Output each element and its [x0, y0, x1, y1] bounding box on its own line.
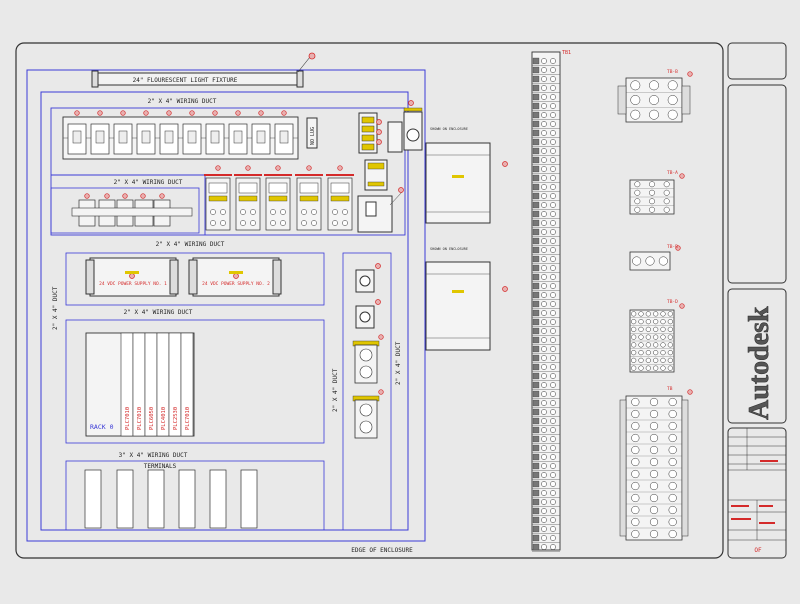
terminal-block — [147, 469, 165, 529]
terminal-detail — [629, 173, 685, 215]
terminal-block — [209, 469, 227, 529]
plc-card-label: PLC7010 — [137, 407, 143, 430]
callout-balloon — [97, 110, 103, 116]
callout-balloon — [74, 110, 80, 116]
plc-card-label: PLC4010 — [161, 407, 167, 430]
receptacle-area — [342, 252, 392, 531]
title-block: Autodesk OF — [727, 42, 787, 559]
svg-text:NO LUG: NO LUG — [310, 127, 316, 145]
terminal-detail — [629, 303, 685, 373]
power-supply-area — [65, 252, 325, 306]
terminals-area — [65, 460, 325, 531]
callout-balloon — [235, 110, 241, 116]
terminals-label: TERMINALS — [144, 463, 177, 470]
fuse-holder-stack — [358, 100, 423, 154]
fuse-block: NO LUG — [306, 117, 318, 149]
terminal-detail — [629, 245, 681, 271]
duct-label-left-vertical: 2" X 4" DUCT — [52, 286, 59, 330]
duct-label-mid-left: 2" X 4" WIRING DUCT — [114, 179, 183, 186]
light-fixture: 24" FLOURESCENT LIGHT FIXTURE — [91, 52, 316, 88]
plc-card-label: PLC7010 — [185, 407, 191, 430]
circuit-breaker-row — [62, 110, 299, 160]
enclosure-outline — [26, 69, 426, 542]
callout-balloon — [120, 110, 126, 116]
duct-label-bottom: 3" X 4" WIRING DUCT — [119, 452, 188, 459]
terminal-block-group — [84, 469, 258, 529]
plc-card-group: PLC7010 PLC7010 PLC6050 PLC4010 PLC2530 PLC70… — [120, 332, 194, 437]
autodesk-logo: Autodesk — [744, 306, 775, 420]
receptacle-stack — [352, 334, 384, 439]
callout-balloon — [189, 110, 195, 116]
plc-rack-area — [65, 319, 325, 444]
duct-label-right-inner: 2" X 4" DUCT — [332, 368, 339, 412]
relay-block-row — [204, 165, 354, 231]
indicator-lights — [355, 263, 381, 329]
callout-balloon — [143, 110, 149, 116]
fixture-label: 24" FLOURESCENT LIGHT FIXTURE — [133, 77, 238, 84]
disconnect-switch — [357, 159, 404, 233]
plc-card-label: PLC7010 — [125, 407, 131, 430]
duct-label-center: 2" X 4" WIRING DUCT — [156, 241, 225, 248]
power-supply-2: 24 VDC POWER SUPPLY NO. 2 — [188, 257, 282, 297]
terminal-detail — [625, 71, 693, 123]
power-supply-1: 24 VDC POWER SUPPLY NO. 1 — [85, 257, 179, 297]
terminal-block — [116, 469, 134, 529]
terminal-block — [84, 469, 102, 529]
duct-label-right-outer: 2" X 4" DUCT — [395, 341, 402, 385]
terminal-detail-views — [617, 71, 693, 541]
strip-tag-tb1: TB1 — [562, 50, 571, 56]
plc-card-label: PLC2530 — [173, 407, 179, 430]
duct-label-top: 2" X 4" WIRING DUCT — [148, 98, 217, 105]
strip-tag-2: TB-B — [667, 69, 678, 75]
callout-balloon — [212, 110, 218, 116]
terminal-detail — [625, 389, 693, 541]
svg-text:SHOWN ON ENCLOSURE: SHOWN ON ENCLOSURE — [430, 127, 468, 131]
callout-balloon — [258, 110, 264, 116]
transformer-2: SHOWN ON ENCLOSURE — [425, 247, 508, 351]
edge-of-enclosure-label: EDGE OF ENCLOSURE — [351, 547, 413, 554]
sheet-border — [15, 42, 724, 559]
callout-balloon — [308, 52, 316, 60]
duct-label-lower: 2" X 4" WIRING DUCT — [124, 309, 193, 316]
rack-label: RACK 0 — [90, 423, 114, 431]
terminal-block — [178, 469, 196, 529]
upper-component-area — [50, 107, 406, 236]
svg-text:SHOWN ON ENCLOSURE: SHOWN ON ENCLOSURE — [430, 247, 468, 251]
terminal-strip-tb1 — [531, 51, 561, 552]
plc-card — [180, 332, 194, 437]
transformer-1: SHOWN ON ENCLOSURE — [425, 127, 508, 224]
callout-balloon — [281, 110, 287, 116]
plc-card-label: PLC6050 — [149, 407, 155, 430]
strip-tag-3: TB-A — [667, 170, 678, 176]
callout-balloon — [166, 110, 172, 116]
power-supply-1-label: 24 VDC POWER SUPPLY NO. 1 — [99, 281, 167, 287]
strip-tag-4: TB-B — [667, 244, 678, 250]
terminal-block — [240, 469, 258, 529]
strip-tag-5: TB-D — [667, 299, 678, 305]
strip-tag-6: TB — [667, 386, 673, 392]
sheet-code: OF — [754, 547, 762, 554]
power-supply-2-label: 24 VDC POWER SUPPLY NO. 2 — [202, 281, 270, 287]
